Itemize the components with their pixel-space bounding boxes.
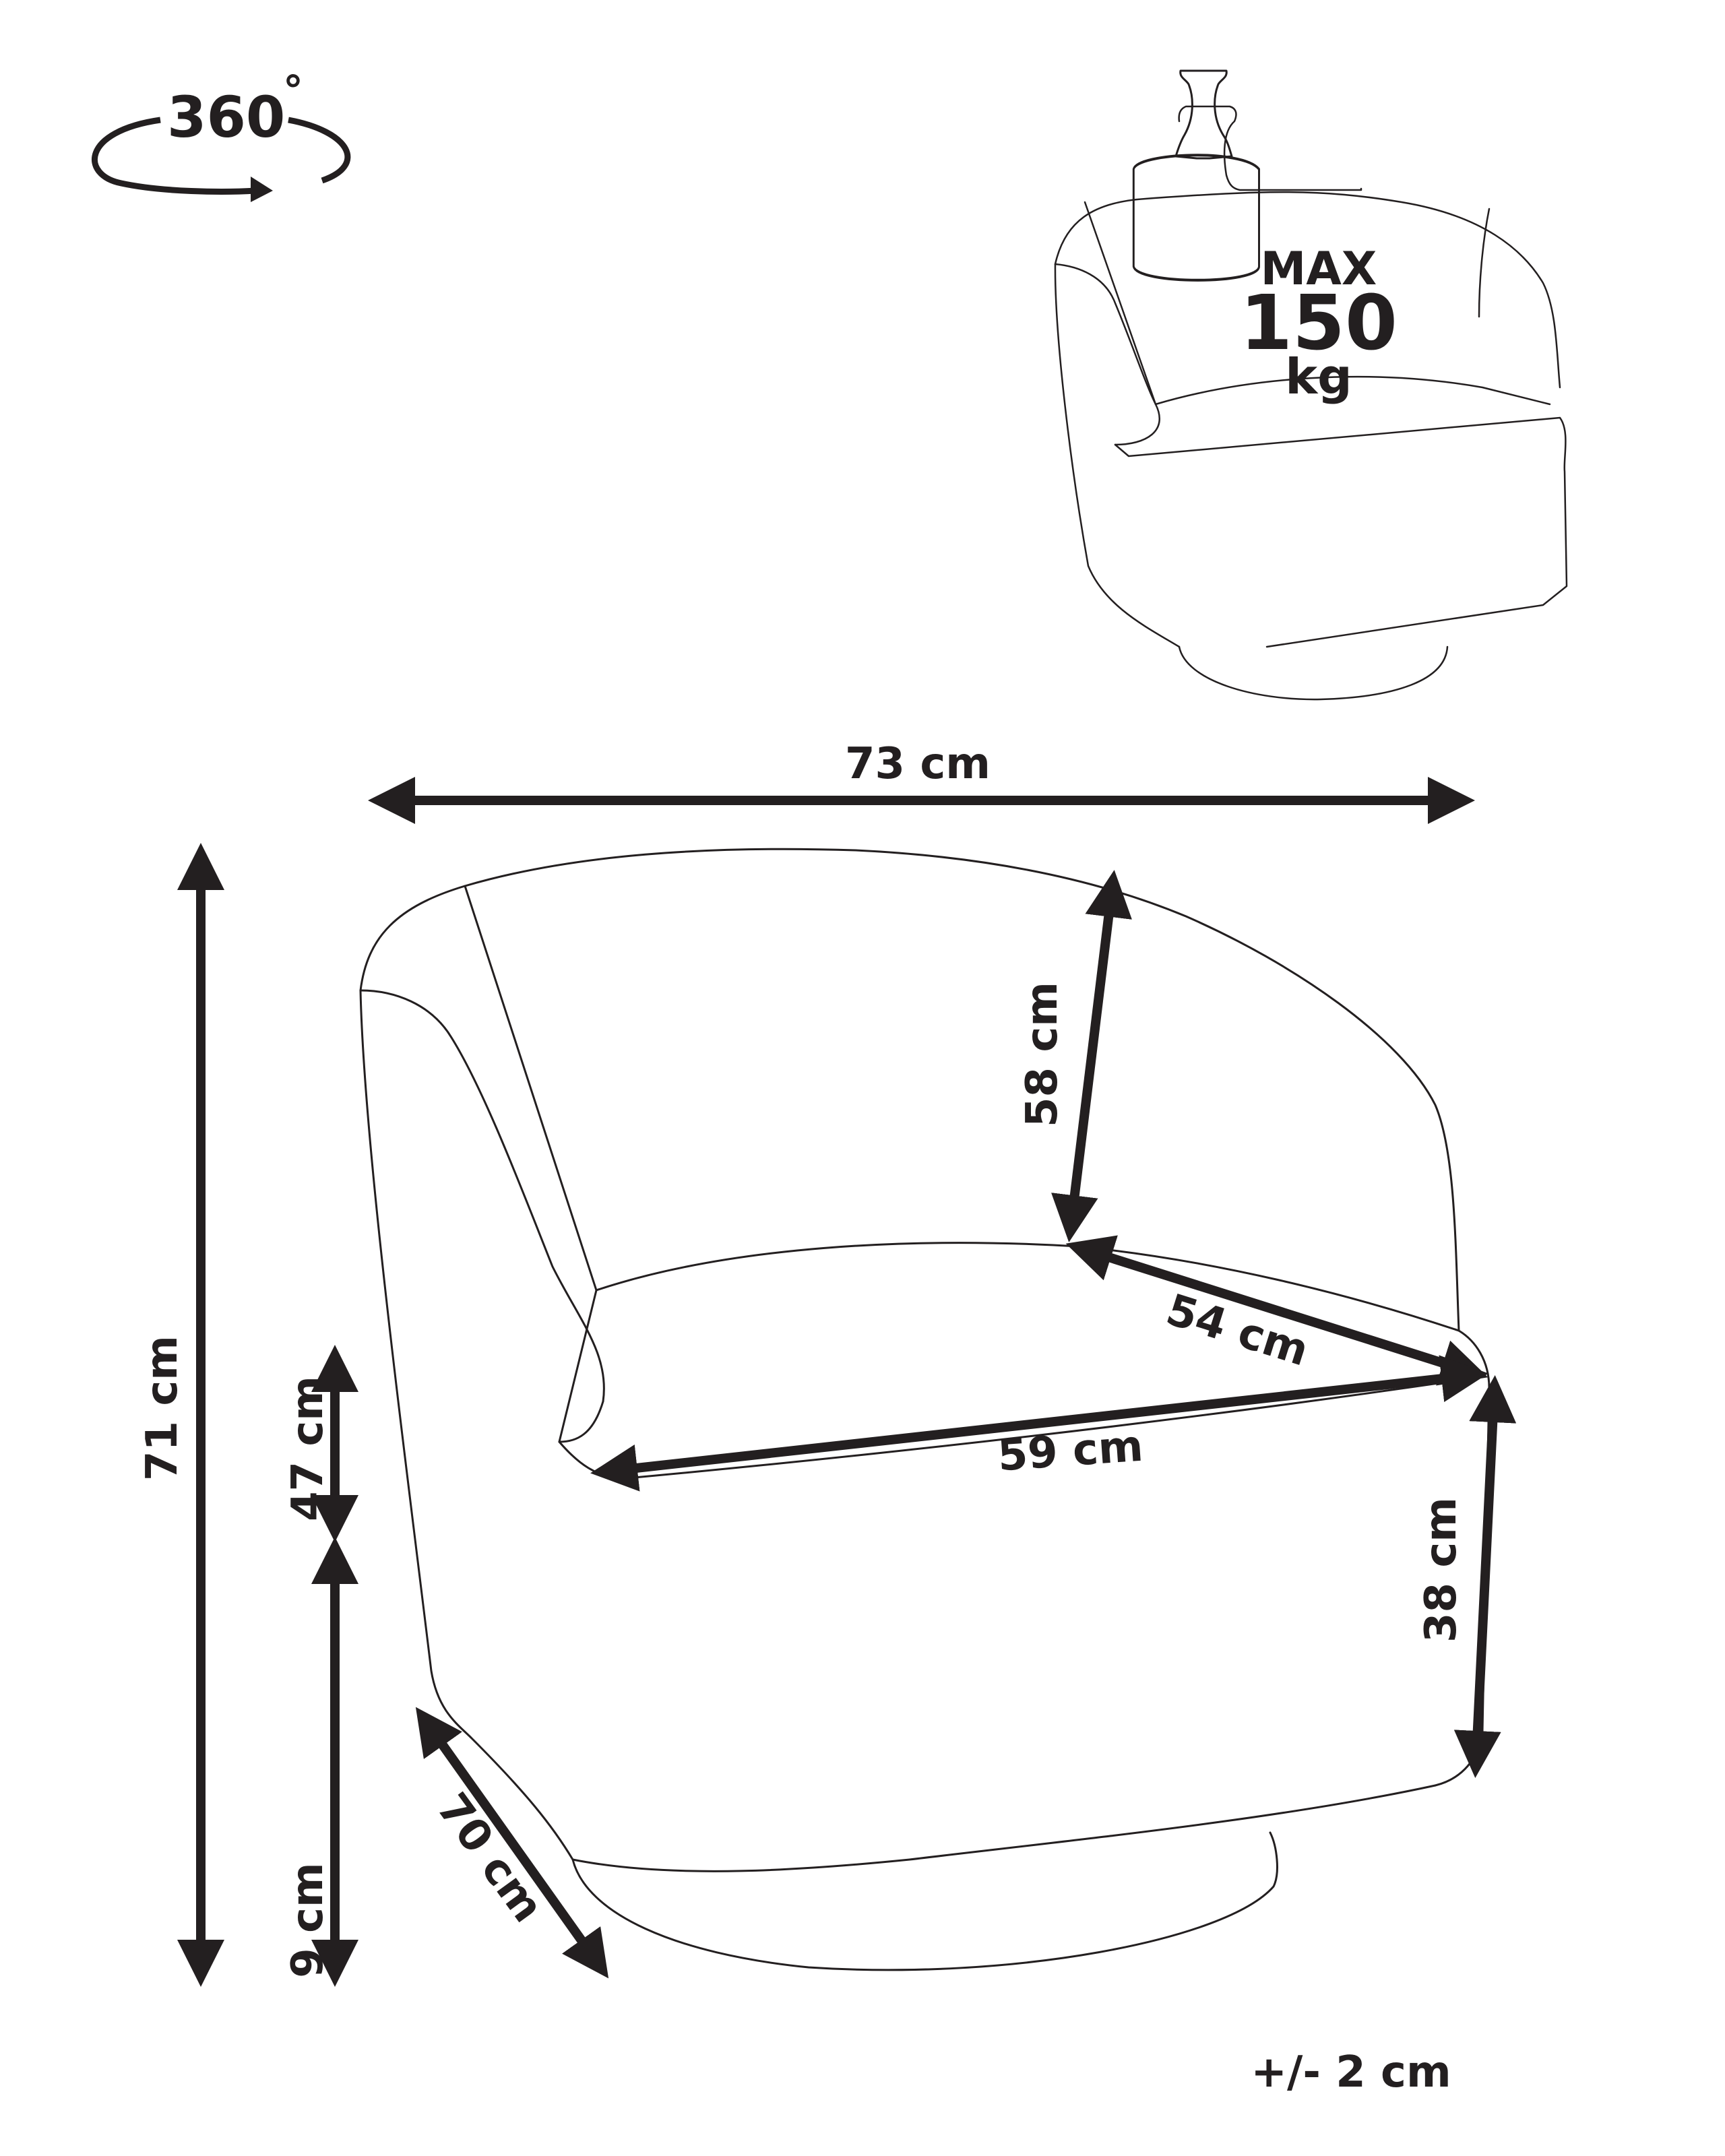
- depth-dimension-arrow: [415, 1707, 609, 1979]
- main-chair-illustration: [359, 848, 1491, 1971]
- backrest-height-label: 58 cm: [1017, 982, 1067, 1127]
- max-load-value: 150: [1240, 280, 1398, 367]
- seat-height-label: 47 cm: [283, 1376, 333, 1521]
- backrest-height-dimension-arrow: [1051, 870, 1132, 1242]
- base-height-label: 9 cm: [283, 1862, 333, 1977]
- seat-width-label: 59 cm: [996, 1422, 1145, 1482]
- degree-symbol: °: [283, 67, 303, 115]
- seat-depth-dimension-arrow: [1065, 1235, 1488, 1386]
- small-chair-illustration: [1054, 191, 1568, 701]
- rotate-360-icon: [92, 117, 351, 202]
- seat-width-dimension-arrow: [590, 1355, 1488, 1492]
- rotation-label: 360: [167, 84, 285, 150]
- seat-front-height-label: 38 cm: [1416, 1497, 1466, 1643]
- seat-front-height-dimension-arrow: [1453, 1375, 1517, 1778]
- weight-icon: [1132, 69, 1362, 282]
- max-label: MAX: [1261, 243, 1377, 296]
- tolerance-note: +/- 2 cm: [1251, 2048, 1451, 2097]
- total-height-label: 71 cm: [137, 1335, 187, 1481]
- max-load-unit: kg: [1285, 348, 1352, 405]
- width-label: 73 cm: [845, 739, 991, 789]
